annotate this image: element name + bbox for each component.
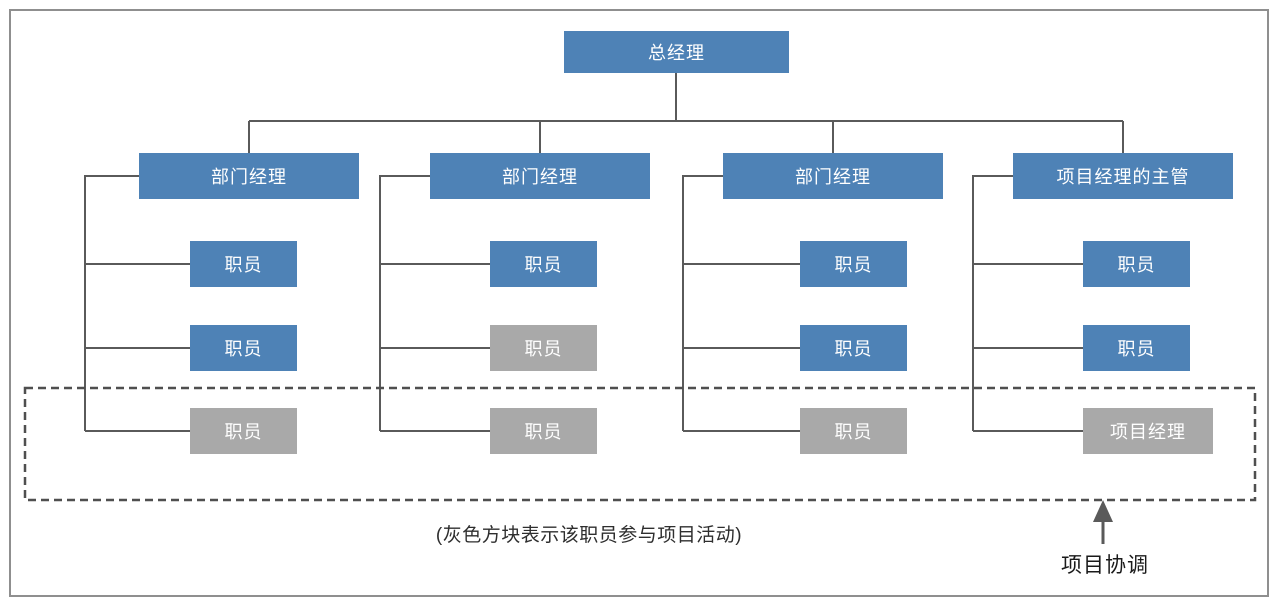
- node-staff-c1-r2: 职员: [190, 325, 297, 371]
- node-dept-manager-2: 部门经理: [430, 153, 650, 199]
- node-staff-c3-r3: 职员: [800, 408, 907, 454]
- node-staff-c4-r1: 职员: [1083, 241, 1190, 287]
- node-dept-manager-1: 部门经理: [139, 153, 359, 199]
- spine-line-col4: [972, 175, 1013, 431]
- node-staff-c3-r1: 职员: [800, 241, 907, 287]
- node-staff-c1-r3: 职员: [190, 408, 297, 454]
- node-staff-c4-r2: 职员: [1083, 325, 1190, 371]
- node-project-manager: 项目经理: [1083, 408, 1213, 454]
- node-staff-c2-r3: 职员: [490, 408, 597, 454]
- legend-caption: (灰色方块表示该职员参与项目活动): [435, 525, 743, 546]
- spine-line-col2: [379, 175, 430, 431]
- node-staff-c2-r2: 职员: [490, 325, 597, 371]
- node-staff-c3-r2: 职员: [800, 325, 907, 371]
- spine-line-col3: [682, 175, 723, 431]
- node-pm-supervisor: 项目经理的主管: [1013, 153, 1233, 199]
- node-staff-c1-r1: 职员: [190, 241, 297, 287]
- up-arrow-icon: [1093, 500, 1113, 544]
- node-dept-manager-3: 部门经理: [723, 153, 943, 199]
- node-general-manager: 总经理: [564, 31, 789, 73]
- arrow-head: [1093, 500, 1113, 522]
- coordination-label: 项目协调: [1061, 554, 1149, 577]
- spine-line-col1: [84, 175, 139, 431]
- node-staff-c2-r1: 职员: [490, 241, 597, 287]
- project-scope-dashed-box: [23, 386, 1257, 502]
